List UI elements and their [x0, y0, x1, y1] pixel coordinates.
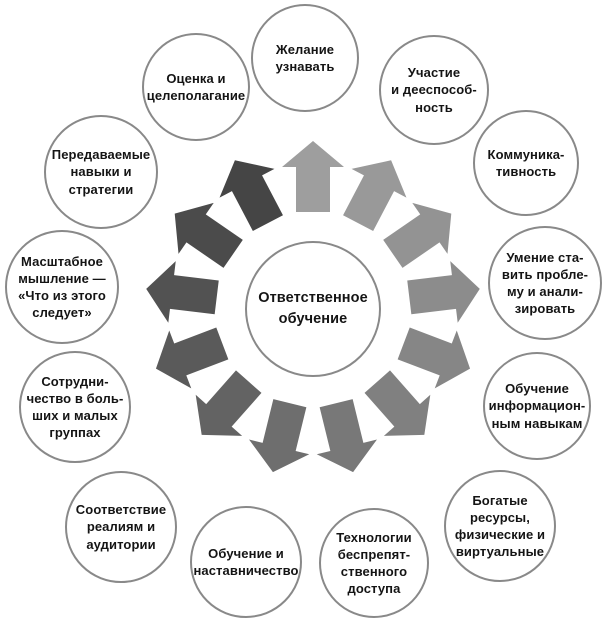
- arrow-to-problem-setting-analysis-icon: [407, 261, 480, 323]
- node-large-scale-thinking: Масштабное мышление — «Что из этого след…: [5, 230, 119, 344]
- node-label: Технологии беспрепят- ственного доступа: [336, 529, 412, 597]
- node-transferable-skills-strategies: Передаваемые навыки и стратегии: [44, 115, 158, 229]
- arrow-to-training-mentoring-icon: [249, 399, 310, 473]
- node-rich-resources: Богатые ресурсы, физические и виртуальны…: [444, 470, 556, 582]
- arrow-to-information-skills-training-icon: [397, 327, 471, 389]
- node-training-mentoring: Обучение и наставничество: [190, 506, 302, 618]
- node-barrier-free-access-technologies: Технологии беспрепят- ственного доступа: [319, 508, 429, 618]
- node-responsible-learning: Ответственное обучение: [245, 241, 381, 377]
- arrow-to-participation-capability-icon: [343, 160, 407, 232]
- node-label: Богатые ресурсы, физические и виртуальны…: [454, 492, 546, 560]
- arrow-to-collaboration-groups-icon: [155, 327, 229, 389]
- node-label: Обучение информацион- ным навыкам: [488, 381, 586, 431]
- arrow-to-assessment-goal-setting-icon: [219, 160, 283, 232]
- arrow-to-barrier-free-access-technologies-icon: [316, 399, 377, 473]
- node-label: Масштабное мышление — «Что из этого след…: [18, 253, 106, 321]
- node-relevance-to-reality-audience: Соответствие реалиям и аудитории: [65, 471, 177, 583]
- node-communication: Коммуника- тивность: [473, 110, 579, 216]
- node-label: Соответствие реалиям и аудитории: [75, 502, 167, 552]
- arrow-to-transferable-skills-strategies-icon: [174, 202, 243, 268]
- node-problem-setting-analysis: Умение ста- вить пробле- му и анали- зир…: [488, 226, 602, 340]
- node-label: Ответственное обучение: [258, 289, 368, 327]
- node-label: Обучение и наставничество: [193, 545, 299, 578]
- arrow-to-communication-icon: [383, 202, 452, 268]
- node-desire-to-learn: Желание узнавать: [251, 4, 359, 112]
- arrow-to-large-scale-thinking-icon: [146, 261, 219, 323]
- node-collaboration-groups: Сотрудни- чество в боль- ших и малых гру…: [19, 351, 131, 463]
- node-label: Участие и дееспособ- ность: [391, 65, 477, 115]
- node-label: Умение ста- вить пробле- му и анали- зир…: [501, 249, 589, 317]
- node-label: Передаваемые навыки и стратегии: [51, 147, 151, 197]
- node-information-skills-training: Обучение информацион- ным навыкам: [483, 352, 591, 460]
- node-label: Желание узнавать: [275, 41, 335, 74]
- node-assessment-goal-setting: Оценка и целеполагание: [142, 33, 250, 141]
- arrow-to-rich-resources-icon: [364, 370, 431, 436]
- node-label: Оценка и целеполагание: [146, 70, 246, 103]
- arrow-to-relevance-to-reality-audience-icon: [195, 370, 262, 436]
- node-participation-capability: Участие и дееспособ- ность: [379, 35, 489, 145]
- node-label: Коммуника- тивность: [487, 146, 565, 179]
- node-label: Сотрудни- чество в боль- ших и малых гру…: [26, 373, 124, 441]
- arrow-to-desire-to-learn-icon: [282, 141, 344, 212]
